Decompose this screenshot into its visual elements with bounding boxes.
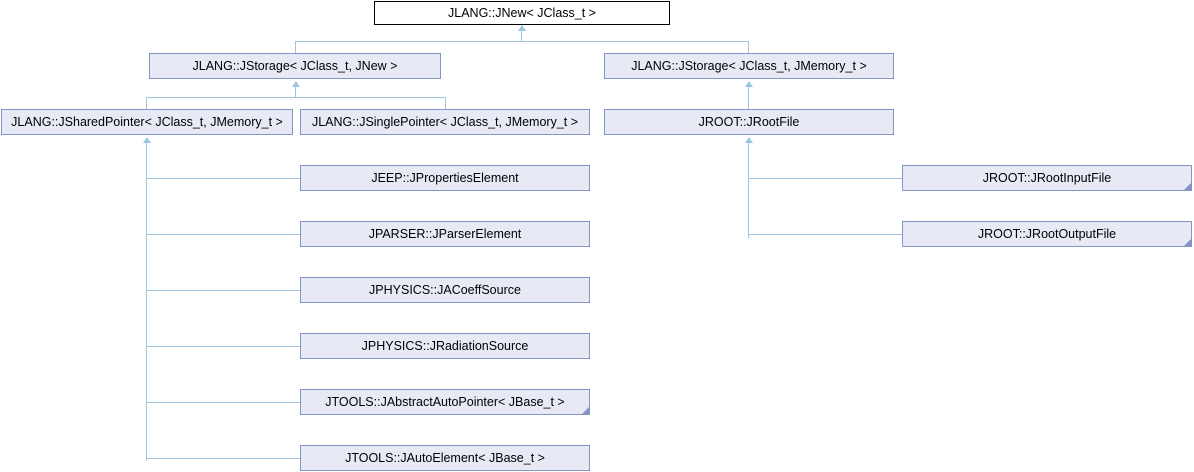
arrowhead-to-rootfile — [745, 137, 753, 143]
edge-sharedpointer-branch-2 — [146, 234, 301, 235]
class-node-jradiationsource[interactable]: JPHYSICS::JRadiationSource — [300, 333, 590, 359]
arrowhead-to-sharedpointer — [143, 137, 151, 143]
class-node-label: JLANG::JStorage< JClass_t, JMemory_t > — [631, 58, 867, 73]
class-node-label: JROOT::JRootFile — [698, 114, 800, 129]
arrowhead-to-jstorage-jnew — [292, 81, 300, 87]
edge-sharedpointer-branch-5 — [146, 402, 301, 403]
class-node-jstorage-jmemory[interactable]: JLANG::JStorage< JClass_t, JMemory_t > — [604, 53, 894, 79]
class-node-label: JPHYSICS::JACoeffSource — [369, 282, 521, 297]
class-node-label: JROOT::JRootOutputFile — [977, 226, 1117, 241]
edge-jstorage-jnew-bus — [146, 97, 446, 98]
arrowhead-to-jnew — [518, 25, 526, 31]
class-node-label: JLANG::JStorage< JClass_t, JNew > — [192, 58, 398, 73]
class-node-label: JTOOLS::JAbstractAutoPointer< JBase_t > — [325, 394, 565, 409]
class-node-jsinglepointer[interactable]: JLANG::JSinglePointer< JClass_t, JMemory… — [300, 109, 590, 135]
edge-jstorage-jmemory-stem — [748, 87, 749, 110]
class-node-jautoelement[interactable]: JTOOLS::JAutoElement< JBase_t > — [300, 445, 590, 471]
class-node-jabstractautopointer[interactable]: JTOOLS::JAbstractAutoPointer< JBase_t > — [300, 389, 590, 415]
edge-sharedpointer-branch-1 — [146, 178, 301, 179]
class-node-jrootfile[interactable]: JROOT::JRootFile — [604, 109, 894, 135]
edge-jnew-drop-left — [295, 41, 296, 54]
edge-jstorage-jnew-drop-left — [146, 97, 147, 110]
class-node-jpropertieselement[interactable]: JEEP::JPropertiesElement — [300, 165, 590, 191]
edge-rootfile-branch-1 — [748, 178, 903, 179]
class-node-jparserelement[interactable]: JPARSER::JParserElement — [300, 221, 590, 247]
edge-jnew-stem — [521, 31, 522, 41]
edge-jstorage-jnew-stem — [295, 87, 296, 97]
class-node-jrootoutputfile[interactable]: JROOT::JRootOutputFile — [902, 221, 1192, 247]
class-node-jstorage-jnew[interactable]: JLANG::JStorage< JClass_t, JNew > — [149, 53, 441, 79]
edge-rootfile-trunk — [748, 143, 749, 238]
edge-sharedpointer-branch-6 — [146, 458, 301, 459]
edge-rootfile-branch-2 — [748, 234, 903, 235]
class-node-label: JPHYSICS::JRadiationSource — [361, 338, 529, 353]
class-node-label: JROOT::JRootInputFile — [982, 170, 1112, 185]
edge-sharedpointer-trunk — [146, 143, 147, 461]
class-node-label: JLANG::JSinglePointer< JClass_t, JMemory… — [311, 114, 579, 129]
edge-jnew-bus — [295, 41, 749, 42]
class-node-label: JLANG::JNew< JClass_t > — [448, 5, 596, 20]
edge-sharedpointer-branch-3 — [146, 290, 301, 291]
class-node-jrootinputfile[interactable]: JROOT::JRootInputFile — [902, 165, 1192, 191]
class-node-label: JTOOLS::JAutoElement< JBase_t > — [345, 450, 545, 465]
class-node-jnew[interactable]: JLANG::JNew< JClass_t > — [374, 1, 670, 25]
edge-jstorage-jnew-drop-right — [445, 97, 446, 110]
edge-sharedpointer-branch-4 — [146, 346, 301, 347]
class-node-jacoeffsource[interactable]: JPHYSICS::JACoeffSource — [300, 277, 590, 303]
arrowhead-to-jstorage-jmemory — [745, 81, 753, 87]
class-node-label: JPARSER::JParserElement — [368, 226, 522, 241]
edge-jnew-drop-right — [748, 41, 749, 54]
class-node-jsharedpointer[interactable]: JLANG::JSharedPointer< JClass_t, JMemory… — [1, 109, 293, 135]
class-node-label: JEEP::JPropertiesElement — [371, 170, 519, 185]
class-node-label: JLANG::JSharedPointer< JClass_t, JMemory… — [11, 114, 283, 129]
